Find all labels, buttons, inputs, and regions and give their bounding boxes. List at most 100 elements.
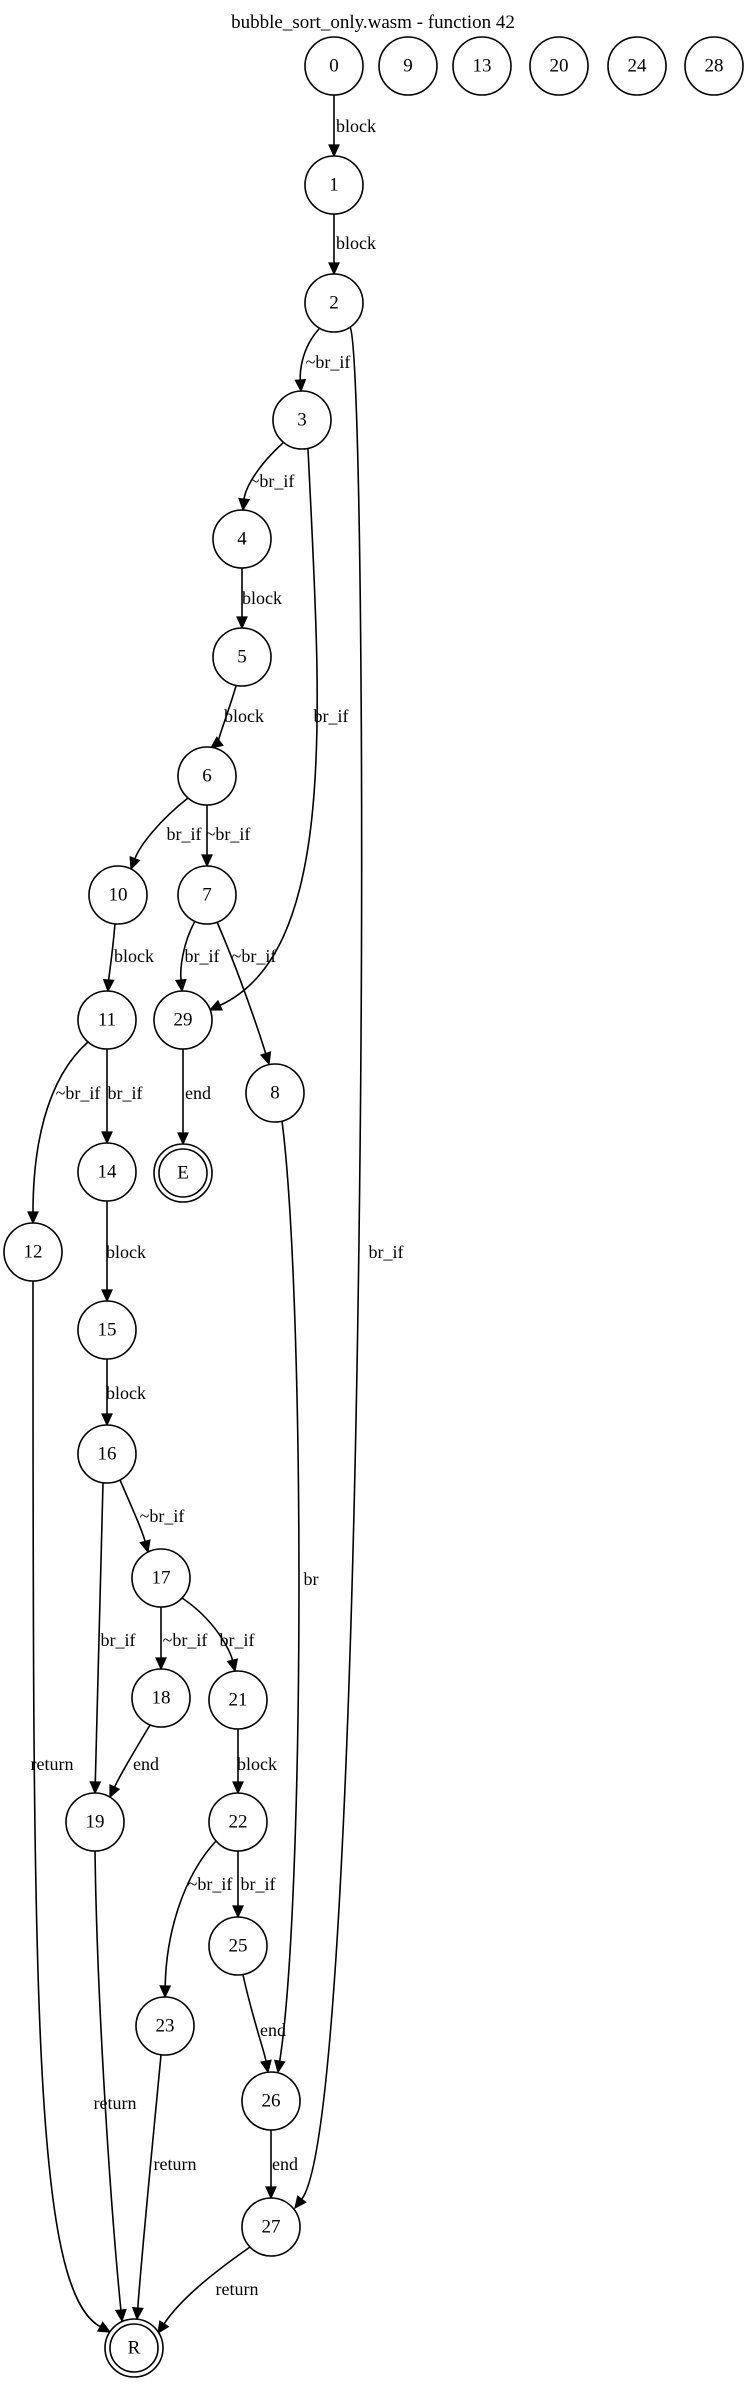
node-8: 8 — [245, 1063, 305, 1123]
edge-label: block — [336, 233, 376, 253]
node-inner-circle — [109, 2323, 159, 2373]
edge-label: block — [106, 1242, 146, 1262]
node-label: 28 — [705, 55, 724, 76]
graph-title: bubble_sort_only.wasm - function 42 — [231, 12, 515, 33]
edge-1-2: block — [328, 214, 376, 276]
arrowhead — [209, 736, 224, 749]
edge-label: end — [185, 1083, 211, 1103]
node-20: 20 — [529, 36, 589, 96]
edge-23-R: return — [131, 2054, 197, 2321]
edge-label: br_if — [167, 824, 202, 844]
edge-label: return — [94, 2093, 137, 2113]
edge-line — [219, 448, 318, 1007]
node-circle — [77, 1424, 137, 1484]
edge-line — [301, 326, 363, 2200]
edge-16-19: br_if — [89, 1482, 136, 1795]
edge-15-16: block — [101, 1359, 146, 1427]
node-0: 0 — [304, 36, 364, 96]
node-label: 14 — [98, 1161, 118, 1182]
node-circle — [153, 990, 213, 1050]
node-circle — [304, 155, 364, 215]
node-circle — [3, 1222, 63, 1282]
node-17: 17 — [131, 1548, 191, 1608]
arrowhead — [155, 1657, 167, 1671]
node-11: 11 — [77, 990, 137, 1050]
node-circle — [241, 2197, 301, 2257]
node-R: R — [104, 2318, 164, 2378]
node-circle — [245, 1063, 305, 1123]
arrowhead — [232, 1781, 244, 1795]
node-circle — [304, 36, 364, 96]
edge-0-1: block — [328, 95, 376, 158]
node-label: 26 — [262, 2090, 281, 2111]
node-label: 22 — [229, 1811, 248, 1832]
node-label: 18 — [152, 1687, 171, 1708]
edge-label: br_if — [185, 946, 220, 966]
node-14: 14 — [77, 1142, 137, 1202]
edge-17-18: ~br_if — [155, 1607, 207, 1671]
node-circle — [77, 990, 137, 1050]
edge-line — [134, 797, 189, 859]
node-label: 1 — [329, 174, 339, 195]
node-19: 19 — [65, 1792, 125, 1852]
node-label: 11 — [98, 1009, 116, 1030]
node-E: E — [153, 1143, 213, 1203]
edge-label: ~br_if — [140, 1506, 185, 1526]
edge-label: return — [154, 2154, 197, 2174]
edge-22-25: br_if — [232, 1851, 276, 1919]
node-label: 20 — [550, 55, 569, 76]
edge-11-14: br_if — [101, 1049, 143, 1145]
edge-3-4: ~br_if — [238, 441, 294, 512]
node-10: 10 — [88, 865, 148, 925]
edge-line — [113, 1724, 151, 1788]
edge-label: block — [237, 1754, 277, 1774]
node-label: 27 — [262, 2216, 281, 2237]
edge-label: ~br_if — [306, 352, 351, 372]
node-circle — [607, 36, 667, 96]
node-circle — [177, 865, 237, 925]
arrowhead — [232, 1905, 244, 1919]
edge-line — [32, 1041, 89, 1213]
node-2: 2 — [304, 273, 364, 333]
node-24: 24 — [607, 36, 667, 96]
edge-line — [242, 1974, 267, 2062]
edge-line — [299, 328, 320, 381]
edge-line — [119, 1479, 146, 1542]
node-5: 5 — [212, 627, 272, 687]
node-18: 18 — [131, 1668, 191, 1728]
edge-line — [32, 1280, 101, 2328]
node-circle — [529, 36, 589, 96]
node-label: 10 — [109, 884, 128, 905]
edge-label: block — [336, 116, 376, 136]
edge-27-R: return — [157, 2246, 258, 2335]
edge-line — [243, 441, 285, 500]
edge-label: ~br_if — [206, 824, 251, 844]
node-inner-circle — [158, 1148, 208, 1198]
node-label: 7 — [202, 884, 212, 905]
arrowhead — [159, 1985, 172, 1999]
edge-label: block — [106, 1383, 146, 1403]
arrowhead — [201, 854, 213, 868]
arrowhead — [129, 856, 141, 871]
edge-12-R: return — [31, 1280, 112, 2333]
node-6: 6 — [177, 746, 237, 806]
node-15: 15 — [77, 1300, 137, 1360]
node-label: 23 — [156, 2015, 175, 2036]
node-circle — [131, 1668, 191, 1728]
arrowhead — [260, 2059, 272, 2074]
node-3: 3 — [272, 390, 332, 450]
edge-7-29: br_if — [175, 920, 220, 993]
node-7: 7 — [177, 865, 237, 925]
node-circle — [212, 509, 272, 569]
arrowhead — [226, 1658, 239, 1673]
edge-label: ~br_if — [188, 1874, 233, 1894]
edge-label: block — [114, 946, 154, 966]
node-16: 16 — [77, 1424, 137, 1484]
node-circle — [272, 390, 332, 450]
edge-line — [94, 1850, 122, 2311]
node-22: 22 — [208, 1792, 268, 1852]
arrowhead — [294, 2195, 307, 2210]
node-label: 6 — [202, 765, 212, 786]
node-label: 13 — [473, 55, 492, 76]
arrowhead — [328, 262, 340, 276]
